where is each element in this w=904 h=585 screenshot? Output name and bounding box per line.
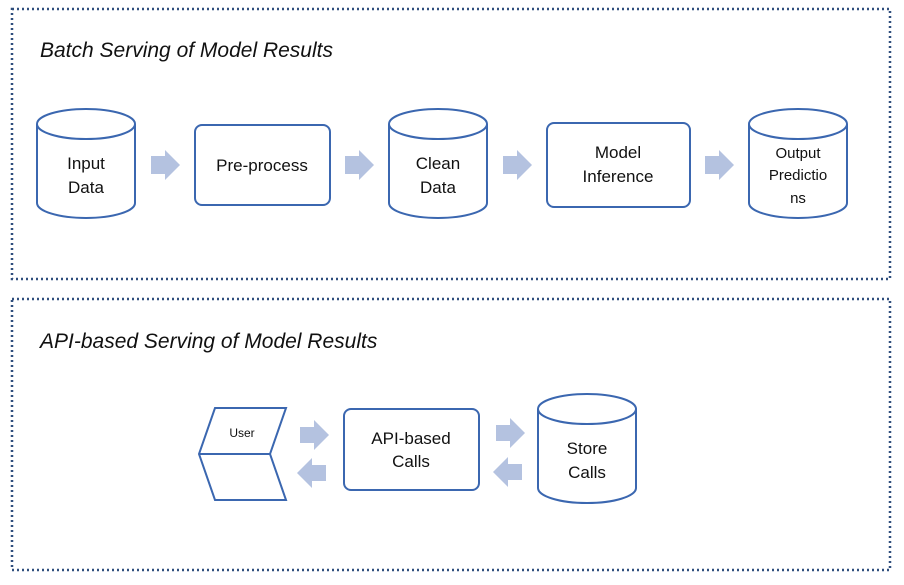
user-label: User bbox=[229, 426, 254, 440]
model-inference-label-1: Model bbox=[595, 143, 641, 162]
model-inference-label-2: Inference bbox=[583, 167, 654, 186]
preprocess-box: Pre-process bbox=[194, 124, 331, 206]
preprocess-label: Pre-process bbox=[216, 156, 308, 175]
api-calls-label-1: API-based bbox=[371, 429, 450, 448]
output-predictions-label-3: ns bbox=[790, 190, 806, 207]
output-predictions-label-2: Predictio bbox=[769, 167, 827, 184]
clean-data-label-2: Data bbox=[420, 178, 456, 197]
api-to-store-arrow bbox=[496, 418, 525, 448]
input-data-label-2: Data bbox=[68, 178, 104, 197]
clean-data-label-1: Clean bbox=[416, 154, 460, 173]
flow-arrow-3 bbox=[503, 150, 532, 180]
batch-panel-title: Batch Serving of Model Results bbox=[40, 39, 333, 62]
input-data-cylinder: Input Data bbox=[36, 108, 136, 219]
flow-arrow-4 bbox=[705, 150, 734, 180]
api-calls-label-2: Calls bbox=[392, 452, 430, 471]
user-to-api-arrow bbox=[300, 420, 329, 450]
flow-arrow-2 bbox=[345, 150, 374, 180]
output-predictions-cylinder: Output Predictio ns bbox=[748, 108, 848, 219]
store-calls-label-2: Calls bbox=[568, 463, 606, 482]
batch-panel bbox=[10, 7, 892, 281]
model-inference-box: Model Inference bbox=[546, 122, 691, 208]
api-calls-box: API-based Calls bbox=[343, 408, 480, 491]
clean-data-cylinder: Clean Data bbox=[388, 108, 488, 219]
flow-arrow-1 bbox=[151, 150, 180, 180]
store-to-api-arrow bbox=[493, 457, 522, 487]
api-panel-title: API-based Serving of Model Results bbox=[38, 330, 378, 353]
input-data-label-1: Input bbox=[67, 154, 105, 173]
api-to-user-arrow bbox=[297, 458, 326, 488]
output-predictions-label-1: Output bbox=[775, 145, 821, 162]
store-calls-label-1: Store bbox=[567, 439, 608, 458]
user-shape: User bbox=[197, 407, 288, 501]
store-calls-cylinder: Store Calls bbox=[537, 393, 637, 504]
